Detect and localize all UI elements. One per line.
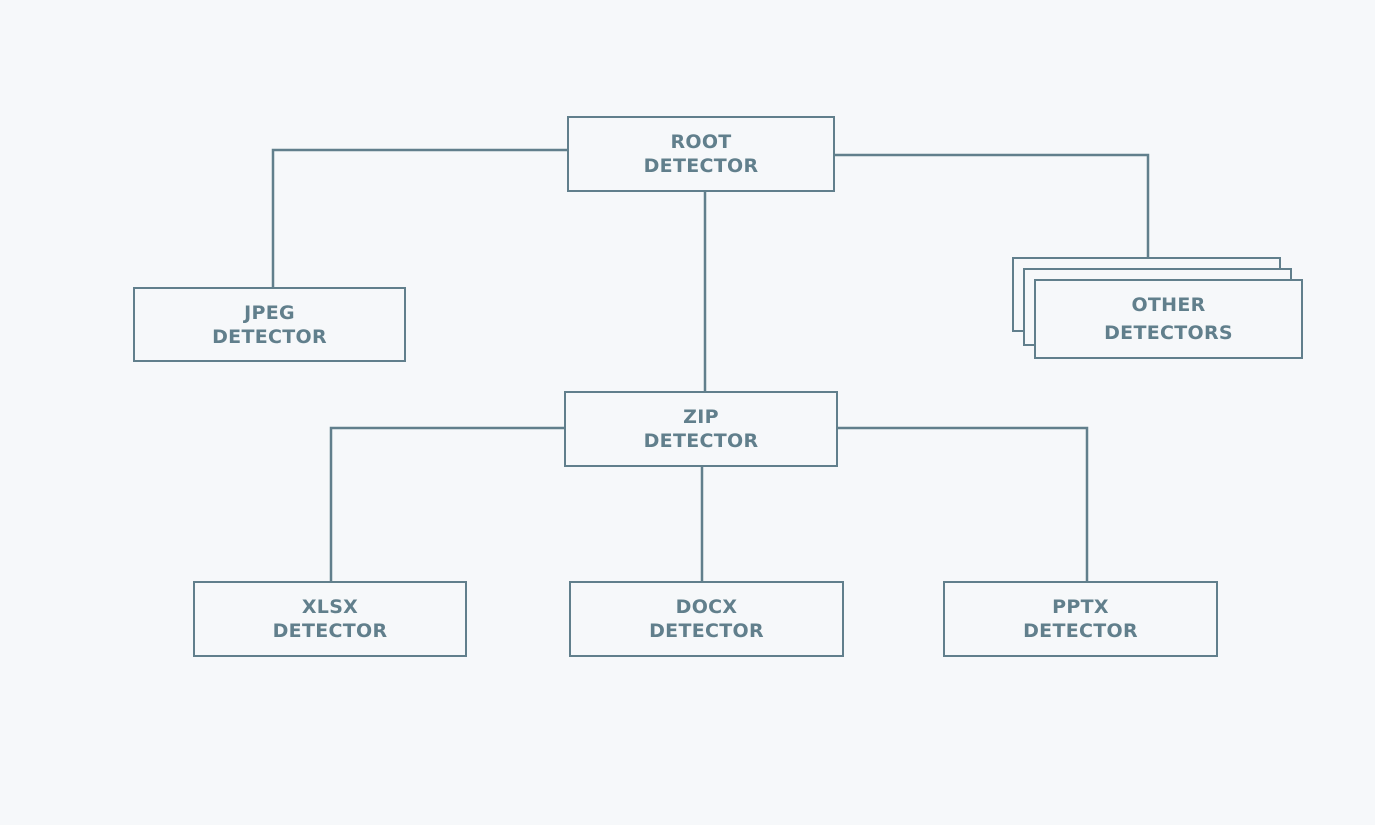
pptx-detector-label-line1: PPTX bbox=[1052, 596, 1109, 618]
other-detectors-label-line1: OTHER bbox=[1131, 294, 1206, 316]
edge-zip-xlsx bbox=[329, 426, 566, 582]
xlsx-detector-label-line2: DETECTOR bbox=[272, 620, 388, 642]
xlsx-detector-label-line1: XLSX bbox=[301, 596, 359, 618]
docx-detector-label-line1: DOCX bbox=[675, 596, 738, 618]
zip-detector-node: ZIP DETECTOR bbox=[564, 391, 838, 467]
jpeg-detector-label-line2: DETECTOR bbox=[212, 325, 327, 348]
pptx-detector-label-line2: DETECTOR bbox=[1023, 620, 1138, 642]
zip-detector-label-line2: DETECTOR bbox=[643, 430, 759, 452]
root-detector-node: ROOT DETECTOR bbox=[567, 116, 835, 192]
docx-detector-node: DOCX DETECTOR bbox=[569, 581, 844, 657]
xlsx-detector-node: XLSX DETECTOR bbox=[193, 581, 467, 657]
zip-detector-label-line1: ZIP bbox=[683, 406, 719, 428]
root-detector-label-line1: ROOT bbox=[670, 131, 732, 153]
edge-zip-pptx bbox=[836, 426, 1089, 582]
jpeg-detector-label-line1: JPEG bbox=[244, 301, 295, 324]
edge-root-jpeg bbox=[271, 148, 568, 288]
edge-root-other bbox=[834, 153, 1150, 258]
other-detectors-label-line2: DETECTORS bbox=[1104, 322, 1233, 344]
other-detectors-node: OTHER DETECTORS bbox=[1034, 279, 1303, 359]
root-detector-label-line2: DETECTOR bbox=[643, 155, 759, 177]
jpeg-detector-node: JPEG DETECTOR bbox=[133, 287, 406, 362]
pptx-detector-node: PPTX DETECTOR bbox=[943, 581, 1218, 657]
docx-detector-label-line2: DETECTOR bbox=[649, 620, 764, 642]
